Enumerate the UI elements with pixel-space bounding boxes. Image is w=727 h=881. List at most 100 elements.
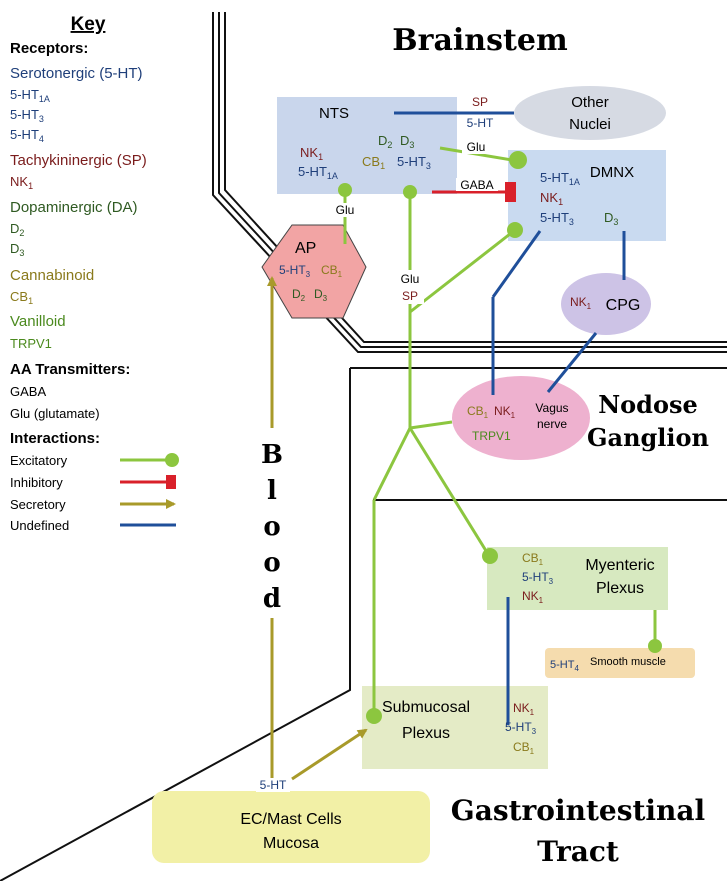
key-nk1: NK1 <box>10 174 33 191</box>
region-brainstem: Brainstem <box>392 23 568 58</box>
key-tachykininergic: Tachykininergic (SP) <box>10 152 147 169</box>
key-receptors-heading: Receptors: <box>10 40 88 57</box>
key-5ht1a: 5-HT1A <box>10 87 50 104</box>
label-glu-vagal: Glu <box>401 272 420 286</box>
region-nodose-line1: Nodose <box>598 390 698 419</box>
submucosal-box <box>362 686 548 769</box>
dmnx-nk1: NK1 <box>540 190 563 207</box>
key-cannabinoid: Cannabinoid <box>10 267 94 284</box>
dmnx-5ht3: 5-HT3 <box>540 210 574 227</box>
myenteric-5ht3: 5-HT3 <box>522 570 554 586</box>
blood-letter-2: l <box>267 476 277 506</box>
key-glu: Glu (glutamate) <box>10 406 100 421</box>
key-title: Key <box>71 14 106 35</box>
dot-myenteric <box>482 548 498 564</box>
key-interactions-heading: Interactions: <box>10 430 100 447</box>
blood-label-bg <box>257 428 287 618</box>
ap-d3: D3 <box>314 287 328 303</box>
cpg-ellipse <box>561 273 651 335</box>
nts-5ht3: 5-HT3 <box>397 154 431 171</box>
nodose-trpv1: TRPV1 <box>472 429 511 443</box>
dmnx-node: DMNX 5-HT1A NK1 5-HT3 D3 <box>540 164 634 227</box>
nts-d2: D2 <box>378 133 392 150</box>
key-legend: Key Receptors: Serotonergic (5-HT) 5-HT1… <box>10 14 179 533</box>
dmnx-box <box>508 150 666 241</box>
nts-nk1: NK1 <box>300 145 323 162</box>
label-glu-dmnx: Glu <box>467 140 486 154</box>
key-serotonergic: Serotonergic (5-HT) <box>10 65 143 82</box>
dot-submucosal <box>366 708 382 724</box>
other-nuclei-line1: Other <box>571 94 609 111</box>
key-cb1: CB1 <box>10 289 33 306</box>
nodose-boundary <box>0 368 351 881</box>
cpg-label: CPG <box>606 297 641 314</box>
blood-label: B l o o d <box>257 428 287 618</box>
nts-node: NTS NK1 5-HT1A D2 D3 CB1 5-HT3 <box>298 105 431 181</box>
smooth-muscle-5ht4: 5-HT4 <box>550 659 579 673</box>
key-d2: D2 <box>10 221 24 238</box>
blood-letter-5: d <box>263 584 281 614</box>
key-excitatory: Excitatory <box>10 453 68 468</box>
myenteric-line2: Plexus <box>596 580 644 597</box>
ec-mast-box <box>152 791 430 863</box>
key-undefined: Undefined <box>10 518 69 533</box>
region-nodose-line2: Ganglion <box>587 423 709 452</box>
label-gaba-bg <box>456 178 498 191</box>
label-sp-other: SP <box>472 95 488 109</box>
dmnx-5ht1a: 5-HT1A <box>540 170 580 187</box>
dot-dmnx-glu <box>509 151 527 169</box>
nodose-ellipse <box>452 376 590 460</box>
blood-letter-4: o <box>263 548 280 578</box>
link-dmnx-nodose <box>491 230 542 298</box>
link-cpg-vagus <box>546 332 598 393</box>
key-excitatory-dot <box>165 453 179 467</box>
label-ec-5ht: 5-HT <box>260 778 287 792</box>
dot-smooth-muscle <box>648 639 662 653</box>
dot-vagal-dmnx <box>507 222 523 238</box>
nodose-nk1: NK1 <box>494 404 516 420</box>
submucosal-line1: Submucosal <box>382 699 470 716</box>
myenteric-box <box>487 547 668 610</box>
ap-5ht3: 5-HT3 <box>279 263 311 279</box>
bar-gaba-inhibitory <box>505 182 516 202</box>
ap-d2: D2 <box>292 287 306 303</box>
nodose-node: CB1 NK1 Vagus nerve TRPV1 <box>467 401 569 443</box>
label-glu-ap-bg <box>331 203 359 217</box>
label-glu-sp-vagal-bg <box>396 270 424 304</box>
submucosal-node: Submucosal Plexus NK1 5-HT3 CB1 <box>382 699 537 756</box>
ec-mast-line2: Mucosa <box>263 835 319 852</box>
key-secretory: Secretory <box>10 497 66 512</box>
arrow-ec-submucosal <box>291 728 368 781</box>
myenteric-nk1: NK1 <box>522 589 544 605</box>
myenteric-cb1: CB1 <box>522 551 544 567</box>
key-5ht4: 5-HT4 <box>10 127 44 144</box>
submucosal-5ht3: 5-HT3 <box>505 720 537 736</box>
key-inhibitory: Inhibitory <box>10 475 63 490</box>
key-trpv1: TRPV1 <box>10 336 52 351</box>
key-vanilloid: Vanilloid <box>10 313 66 330</box>
region-gi-line2: Tract <box>537 835 619 868</box>
submucosal-cb1: CB1 <box>513 740 535 756</box>
blood-letter-3: o <box>263 512 280 542</box>
key-gaba: GABA <box>10 384 46 399</box>
label-glu-ap: Glu <box>336 203 355 217</box>
myenteric-node: CB1 5-HT3 NK1 Myenteric Plexus <box>522 551 655 605</box>
ec-mast-line1: EC/Mast Cells <box>240 811 341 828</box>
dot-nts-ap <box>338 183 352 197</box>
nodose-vagus-line2: nerve <box>537 417 567 431</box>
smooth-muscle-label: Smooth muscle <box>590 656 666 668</box>
nodose-cb1: CB1 <box>467 404 489 420</box>
region-gi-line1: Gastrointestinal <box>451 794 705 827</box>
nts-5ht1a: 5-HT1A <box>298 164 338 181</box>
link-vagal-nodose <box>409 420 453 430</box>
connections <box>267 111 662 781</box>
label-ec-5ht-bg <box>256 778 290 792</box>
label-glu-dmnx-bg <box>462 140 490 154</box>
dmnx-label: DMNX <box>590 164 634 181</box>
myenteric-line1: Myenteric <box>585 557 654 574</box>
key-aa-heading: AA Transmitters: <box>10 361 130 378</box>
ap-node: AP 5-HT3 CB1 D2 D3 <box>279 240 343 303</box>
ap-label: AP <box>295 240 316 257</box>
